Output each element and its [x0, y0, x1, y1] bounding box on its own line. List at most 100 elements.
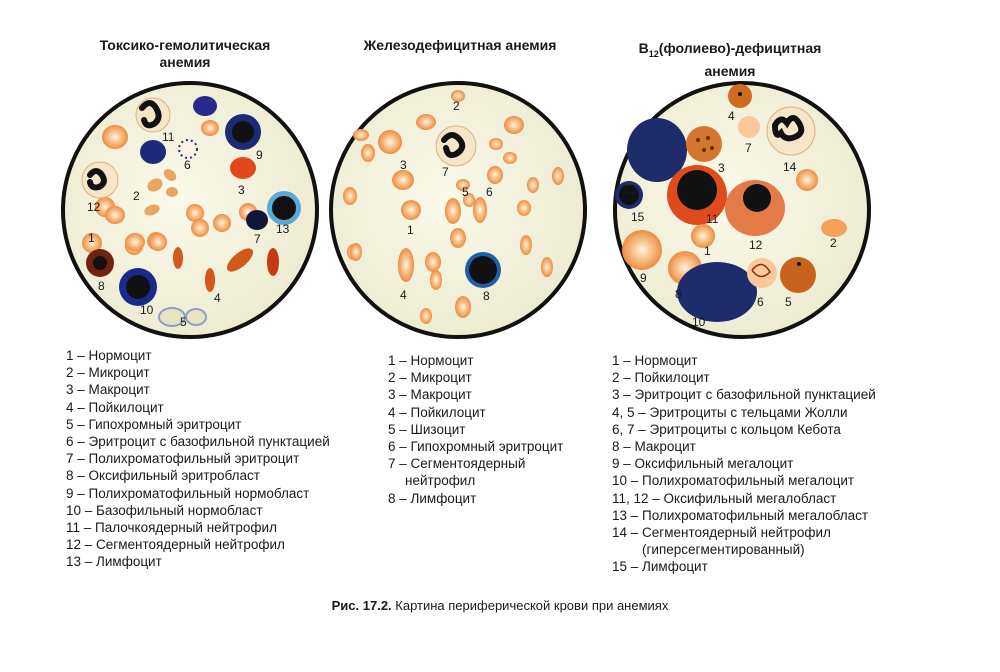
poikilocyte-cell	[205, 268, 215, 292]
cell-label: 3	[718, 161, 725, 175]
legend-item: 7 – Сегментоядерный	[388, 456, 526, 472]
title-b: B	[638, 40, 649, 56]
cell-label: 13	[276, 222, 290, 236]
normocyte-cell	[456, 179, 470, 191]
cell-label: 9	[640, 271, 647, 285]
legend-item: 13 – Полихроматофильный мегалобласт	[612, 507, 869, 523]
nucleus	[677, 170, 717, 210]
legend-item: 8 – Оксифильный эритробласт	[66, 468, 260, 484]
jolly-body	[738, 92, 742, 96]
normocyte-cell	[401, 200, 421, 220]
cell-label: 6	[757, 295, 764, 309]
segmented-nucleus	[772, 115, 805, 142]
nucleus	[743, 184, 771, 212]
normocyte-cell	[105, 206, 125, 224]
legend-item: 1 – Нормоцит	[388, 353, 474, 368]
normocyte-cell	[213, 214, 231, 232]
legend-item: 6 – Гипохромный эритроцит	[388, 439, 564, 455]
jolly-body	[797, 262, 801, 266]
jolly-body-erythrocyte-cell	[780, 257, 816, 293]
normocyte-cell	[201, 120, 219, 136]
hypochromic-erythrocyte-cell	[185, 308, 207, 326]
normocyte-cell	[420, 308, 432, 324]
cell-label: 6	[184, 158, 191, 172]
cell-label: 4	[728, 109, 735, 123]
normocyte-cell	[487, 166, 503, 184]
nucleus	[232, 121, 254, 143]
legend-item: 6, 7 – Эритроциты с кольцом Кебота	[612, 421, 841, 437]
legend-b12-deficiency: 1 – Нормоцит 2 – Пойкилоцит 3 – Эритроци…	[612, 352, 876, 576]
puncta	[696, 138, 700, 142]
legend-item: 10 – Базофильный нормобласт	[66, 502, 263, 518]
normocyte-cell	[392, 170, 414, 190]
cell-label: 4	[400, 288, 407, 302]
panel-2-title: Железодефицитная анемия	[320, 37, 600, 54]
basophilic-normoblast-cell	[140, 140, 166, 164]
normocyte-cell	[343, 187, 357, 205]
cell-label: 8	[675, 287, 682, 301]
macrocyte-cell	[230, 157, 256, 179]
normocyte-cell	[517, 200, 531, 216]
nucleus	[126, 275, 150, 299]
polychromatophilic-erythrocyte-cell	[246, 210, 268, 230]
normocyte-cell	[350, 243, 362, 261]
normocyte-cell	[186, 204, 204, 222]
cell-label: 2	[133, 189, 140, 203]
cell-label: 6	[486, 185, 493, 199]
cabot-ring-erythrocyte-cell	[738, 116, 760, 138]
panel-3-title-line1: B12(фолиево)-дефицитная	[590, 40, 870, 63]
legend-item: 6 – Эритроцит с базофильной пунктацией	[66, 434, 330, 450]
cell-label: 1	[88, 231, 95, 245]
lymphocyte-nucleus	[619, 185, 639, 205]
cell-label: 7	[442, 165, 449, 179]
punctate-erythrocyte-cell	[686, 126, 722, 162]
cell-label: 15	[631, 210, 645, 224]
caption-label: Рис. 17.2.	[331, 598, 392, 613]
legend-item: 1 – Нормоцит	[612, 353, 698, 368]
legend-item: 9 – Полихроматофильный нормобласт	[66, 485, 310, 501]
puncta	[702, 148, 706, 152]
normocyte-cell	[520, 235, 532, 255]
microcyte-cell	[166, 187, 178, 197]
normocyte-cell	[691, 224, 715, 248]
normocyte-cell	[489, 138, 503, 150]
normocyte-cell	[503, 152, 517, 164]
lymphocyte-nucleus	[469, 256, 497, 284]
cell-label: 5	[785, 295, 792, 309]
cabot-ring-erythrocyte-cell	[747, 258, 777, 288]
cell-label: 9	[256, 148, 263, 162]
microcyte-cell	[163, 169, 177, 181]
normocyte-cell	[416, 114, 436, 130]
cell-label: 1	[704, 244, 711, 258]
poikilocyte-cell	[398, 248, 414, 282]
legend-item: 10 – Полихроматофильный мегалоцит	[612, 473, 855, 489]
cell-label: 10	[140, 303, 154, 317]
cell-label: 4	[214, 291, 221, 305]
legend-item: 2 – Микроцит	[66, 365, 150, 381]
legend-item: 5 – Шизоцит	[388, 421, 466, 437]
puncta	[706, 136, 710, 140]
cell-label: 14	[783, 160, 797, 174]
legend-item: 12 – Сегментоядерный нейтрофил	[66, 537, 285, 553]
panel-1-title: Токсико-гемолитическая анемия	[40, 37, 330, 71]
band-nucleus	[139, 100, 162, 129]
normocyte-cell	[541, 257, 553, 277]
normocyte-cell	[430, 270, 442, 290]
legend-item: 8 – Макроцит	[612, 439, 696, 455]
smear-circle-iron-deficiency: 1 2 3 4 5 6 7 8	[329, 81, 587, 339]
cell-label: 11	[162, 130, 175, 144]
polychromatophilic-megalocyte-cell	[677, 262, 757, 322]
segmented-neutrophil-cell	[81, 161, 119, 199]
panel-3-title: B12(фолиево)-дефицитная анемия	[590, 40, 870, 80]
title-rest: (фолиево)-дефицитная	[658, 40, 822, 56]
cell-label: 7	[745, 141, 752, 155]
panel-1-title-line2: анемия	[159, 54, 211, 70]
legend-item: 1 – Нормоцит	[66, 348, 152, 363]
cell-label: 2	[453, 99, 460, 113]
normocyte-cell	[149, 233, 167, 251]
legend-item: 2 – Пойкилоцит	[612, 370, 710, 386]
normocyte-cell	[378, 130, 402, 154]
normocyte-cell	[463, 193, 475, 207]
legend-item: 8 – Лимфоцит	[388, 490, 477, 506]
cell-label: 8	[98, 279, 105, 293]
